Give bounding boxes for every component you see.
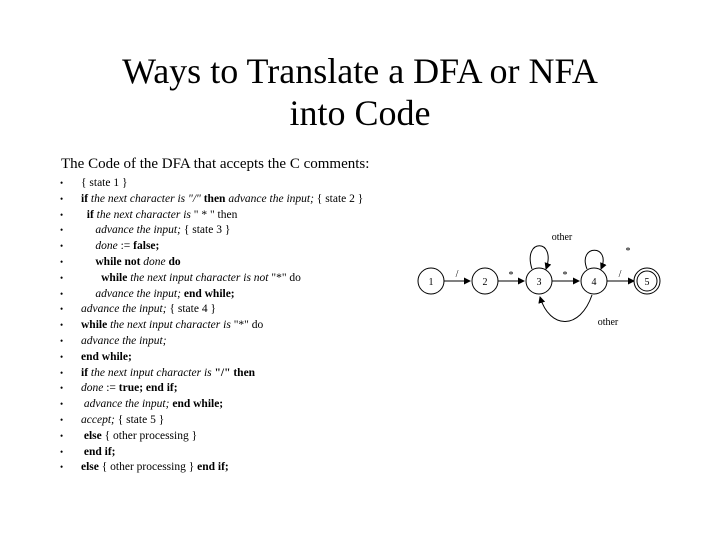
state-2-label: 2: [483, 277, 488, 288]
code-fragment: the next input character is: [90, 366, 215, 379]
code-fragment: done: [81, 240, 121, 253]
edge-4-4-loop: [584, 249, 607, 270]
code-fragment: done: [143, 255, 169, 268]
code-fragment: { state 1 }: [81, 177, 128, 189]
subtitle: The Code of the DFA that accepts the C c…: [61, 156, 370, 172]
code-fragment: "/" then: [214, 366, 256, 379]
code-fragment: while: [81, 271, 131, 284]
code-line: while not done do: [60, 255, 420, 271]
code-fragment: true; end if;: [118, 382, 178, 395]
code-fragment: end while;: [172, 398, 224, 411]
code-fragment: "*" do: [271, 271, 301, 284]
code-fragment: { state 5 }: [117, 413, 165, 426]
code-listing: { state 1 } if the next character is "/" …: [60, 176, 420, 476]
title-line-2: into Code: [289, 93, 431, 133]
code-line: { state 1 }: [60, 176, 420, 192]
state-1-node: [417, 267, 445, 295]
edge-1-2-label: /: [456, 269, 459, 280]
title-line-1: Ways to Translate a DFA or NFA: [122, 51, 598, 91]
code-line: while the next input character is not "*…: [60, 271, 420, 287]
slide-title: Ways to Translate a DFA or NFA into Code: [0, 50, 720, 134]
state-4-label: 4: [592, 277, 597, 288]
edge-3-3-label: other: [552, 232, 573, 243]
code-fragment: done: [81, 382, 107, 395]
code-line: advance the input;: [60, 334, 420, 350]
code-fragment: while not: [81, 255, 144, 268]
state-2-node: [471, 267, 499, 295]
code-fragment: advance the input;: [228, 192, 317, 205]
code-fragment: then: [203, 192, 229, 205]
code-line: if the next input character is "/" then: [60, 366, 420, 382]
code-line: accept; { state 5 }: [60, 413, 420, 429]
state-5-inner-ring: [636, 270, 658, 292]
code-fragment: if: [81, 366, 91, 379]
code-line: advance the input; { state 3 }: [60, 223, 420, 239]
code-fragment: { other processing }: [104, 429, 198, 442]
code-fragment: " * " then: [193, 208, 238, 221]
code-fragment: else: [81, 461, 102, 474]
code-line: if the next character is "/" then advanc…: [60, 192, 420, 208]
code-fragment: do: [168, 255, 181, 268]
state-1-label: 1: [429, 277, 434, 288]
code-fragment: { state 4 }: [169, 303, 216, 316]
code-fragment: false;: [133, 240, 160, 253]
code-line: done := true; end if;: [60, 381, 420, 397]
code-line: else { other processing }: [60, 429, 420, 445]
state-3-node: [525, 267, 553, 295]
code-fragment: advance the input;: [81, 398, 173, 411]
code-line: end while;: [60, 350, 420, 366]
edge-4-3-label: other: [598, 317, 619, 328]
code-fragment: advance the input;: [81, 287, 184, 300]
code-fragment: else: [81, 429, 105, 442]
code-fragment: end while;: [81, 350, 132, 363]
state-4-node: [580, 267, 608, 295]
code-fragment: if: [81, 208, 97, 221]
code-fragment: while: [81, 319, 111, 332]
code-fragment: end if;: [197, 461, 229, 474]
code-fragment: :=: [120, 240, 134, 253]
code-fragment: "*" do: [233, 319, 264, 332]
edge-4-5-label: /: [619, 269, 622, 280]
state-3-label: 3: [537, 277, 542, 288]
code-fragment: { state 2 }: [316, 192, 364, 205]
code-line: else { other processing } end if;: [60, 460, 420, 476]
edge-3-4-label: *: [563, 270, 568, 281]
code-fragment: end while;: [183, 287, 235, 300]
code-fragment: the next character is "/": [90, 192, 204, 205]
edge-4-4-label: *: [626, 246, 631, 257]
code-fragment: if: [81, 192, 91, 205]
code-fragment: { state 3 }: [183, 224, 231, 237]
code-line: advance the input; end while;: [60, 397, 420, 413]
code-fragment: advance the input;: [81, 224, 184, 237]
edge-4-3-back: [538, 294, 593, 322]
edge-3-3-loop: [529, 245, 552, 270]
code-line: done := false;: [60, 239, 420, 255]
code-fragment: advance the input;: [81, 334, 167, 347]
code-line: while the next input character is "*" do: [60, 318, 420, 334]
code-fragment: the next input character is: [110, 319, 234, 332]
code-line: advance the input; end while;: [60, 287, 420, 303]
code-fragment: the next character is: [96, 208, 194, 221]
code-line: advance the input; { state 4 }: [60, 302, 420, 318]
code-fragment: :=: [106, 382, 119, 395]
edge-2-3-label: *: [509, 270, 514, 281]
state-5-label: 5: [645, 277, 650, 288]
code-line: end if;: [60, 445, 420, 461]
code-fragment: advance the input;: [81, 303, 170, 316]
code-fragment: the next input character is not: [130, 271, 272, 284]
code-fragment: accept;: [81, 413, 118, 426]
code-fragment: end if;: [81, 445, 116, 458]
code-line: if the next character is " * " then: [60, 208, 420, 224]
code-fragment: { other processing }: [101, 461, 198, 474]
